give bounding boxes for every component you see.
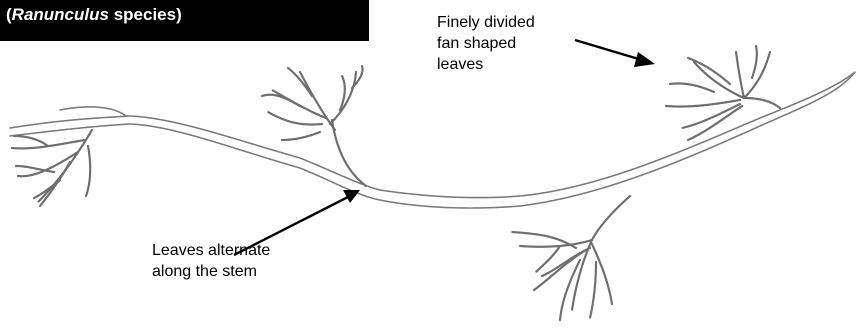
arrow-to-leaf-junction: [234, 190, 360, 255]
leaf-right: [666, 46, 780, 140]
leaf-left: [12, 130, 92, 206]
stem: [10, 72, 855, 208]
leaf-upper-middle: [262, 66, 366, 186]
leaf-lower-middle: [512, 196, 630, 320]
arrow-to-fan-leaves: [575, 40, 655, 67]
